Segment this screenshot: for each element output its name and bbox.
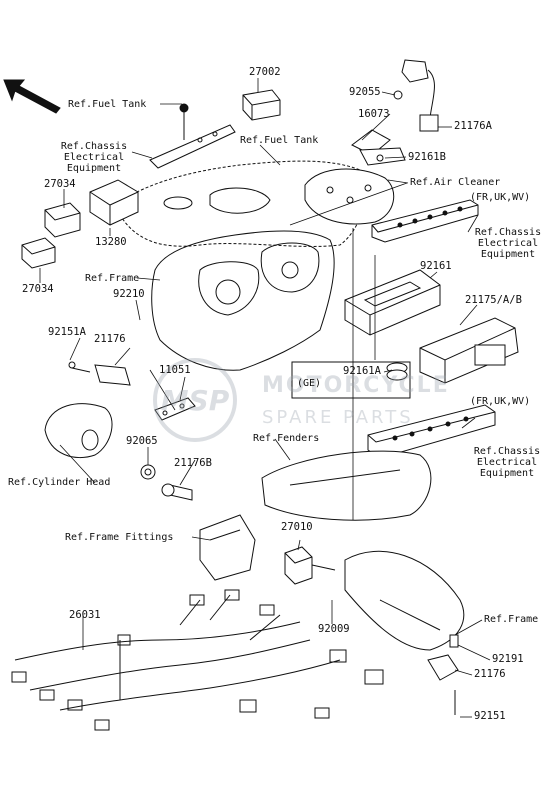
sensor-21176-right	[427, 634, 459, 715]
part-21176B: 21176B	[174, 457, 212, 469]
damper-92161A	[386, 362, 408, 381]
part-21176-right: 21176	[474, 668, 506, 680]
ref-fuel-tank-1: Ref.Fuel Tank	[68, 99, 147, 110]
washer-92065	[140, 464, 156, 480]
relay-box-13280	[89, 179, 139, 226]
part-16073: 16073	[358, 108, 390, 120]
svg-text:MSP: MSP	[161, 384, 230, 417]
ref-chassis-2-line1: Ref.Chassis	[474, 227, 542, 238]
cylinder-head-cap	[44, 403, 113, 459]
relay-27034-bottom	[21, 237, 56, 269]
ge-box	[291, 361, 411, 399]
part-92009: 92009	[318, 623, 350, 635]
ref-chassis-2-line3: Equipment	[480, 249, 536, 260]
part-27002: 27002	[249, 66, 281, 78]
watermark-line2: SPARE PARTS	[262, 407, 414, 428]
part-92161A: 92161A	[343, 365, 381, 377]
direction-arrow-icon	[3, 79, 61, 114]
part-92161B: 92161B	[408, 151, 446, 163]
part-92191: 92191	[492, 653, 524, 665]
frame-body	[151, 230, 335, 371]
ref-fenders: Ref.Fenders	[253, 433, 320, 444]
watermark-logo-icon: MSP	[153, 358, 237, 442]
air-cleaner-plate	[304, 168, 395, 225]
rear-frame	[344, 550, 465, 651]
ref-chassis-1-line2: Electrical	[63, 152, 125, 163]
market-ge: (GE)	[297, 378, 322, 389]
sensor-21176-left	[68, 361, 131, 386]
ref-chassis-1-line3: Equipment	[66, 163, 122, 174]
part-92055: 92055	[349, 86, 381, 98]
ref-chassis-2-line2: Electrical	[477, 238, 539, 249]
ecu-21175	[419, 317, 519, 384]
ecu-holder-92161	[344, 269, 441, 336]
ecu-tray-lower	[367, 404, 496, 459]
part-92151: 92151	[474, 710, 506, 722]
ref-chassis-3-line1: Ref.Chassis	[473, 446, 541, 457]
ref-cylinder-head: Ref.Cylinder Head	[8, 477, 111, 488]
ref-chassis-3-line2: Electrical	[476, 457, 538, 468]
relay-bracket	[149, 103, 236, 169]
relay-27034-top	[44, 202, 81, 238]
part-21176-left: 21176	[94, 333, 126, 345]
part-11051: 11051	[159, 364, 191, 376]
ref-air-cleaner: Ref.Air Cleaner	[410, 177, 501, 188]
component-27010	[284, 546, 336, 585]
part-26031: 26031	[69, 609, 101, 621]
market-upper: (FR,UK,WV)	[470, 192, 531, 203]
part-21176A: 21176A	[454, 120, 492, 132]
ref-chassis-3-line3: Equipment	[479, 468, 535, 479]
watermark: MSP MOTORCYCLE SPARE PARTS	[150, 355, 540, 450]
bracket-11051	[154, 397, 196, 421]
part-27034-bottom: 27034	[22, 283, 54, 295]
sensor-21176B	[161, 483, 193, 501]
watermark-line1: MOTORCYCLE	[262, 373, 450, 398]
ecu-tray-upper	[371, 199, 479, 243]
part-13280: 13280	[95, 236, 127, 248]
part-27034-top: 27034	[44, 178, 76, 190]
ref-frame-1: Ref.Frame	[85, 273, 140, 284]
market-lower: (FR,UK,WV)	[470, 396, 531, 407]
ref-frame-fittings: Ref.Frame Fittings	[65, 532, 174, 543]
ref-frame-2: Ref.Frame	[484, 614, 539, 625]
wiring-harness-26031	[11, 589, 384, 731]
fender-tray	[261, 450, 432, 521]
part-92065: 92065	[126, 435, 158, 447]
leader-lines	[39, 78, 491, 718]
part-92161: 92161	[420, 260, 452, 272]
part-92151A: 92151A	[48, 326, 86, 338]
part-21175: 21175/A/B	[465, 294, 522, 306]
ref-chassis-1-line1: Ref.Chassis	[60, 141, 128, 152]
sensor-21176A	[393, 59, 439, 132]
bracket-16073	[351, 129, 406, 166]
ref-fuel-tank-2: Ref.Fuel Tank	[240, 135, 319, 146]
fuel-tank-outline	[114, 160, 365, 247]
relay-27002	[242, 89, 281, 121]
part-92210: 92210	[113, 288, 145, 300]
part-27010: 27010	[281, 521, 313, 533]
frame-fittings-bracket	[199, 514, 256, 581]
